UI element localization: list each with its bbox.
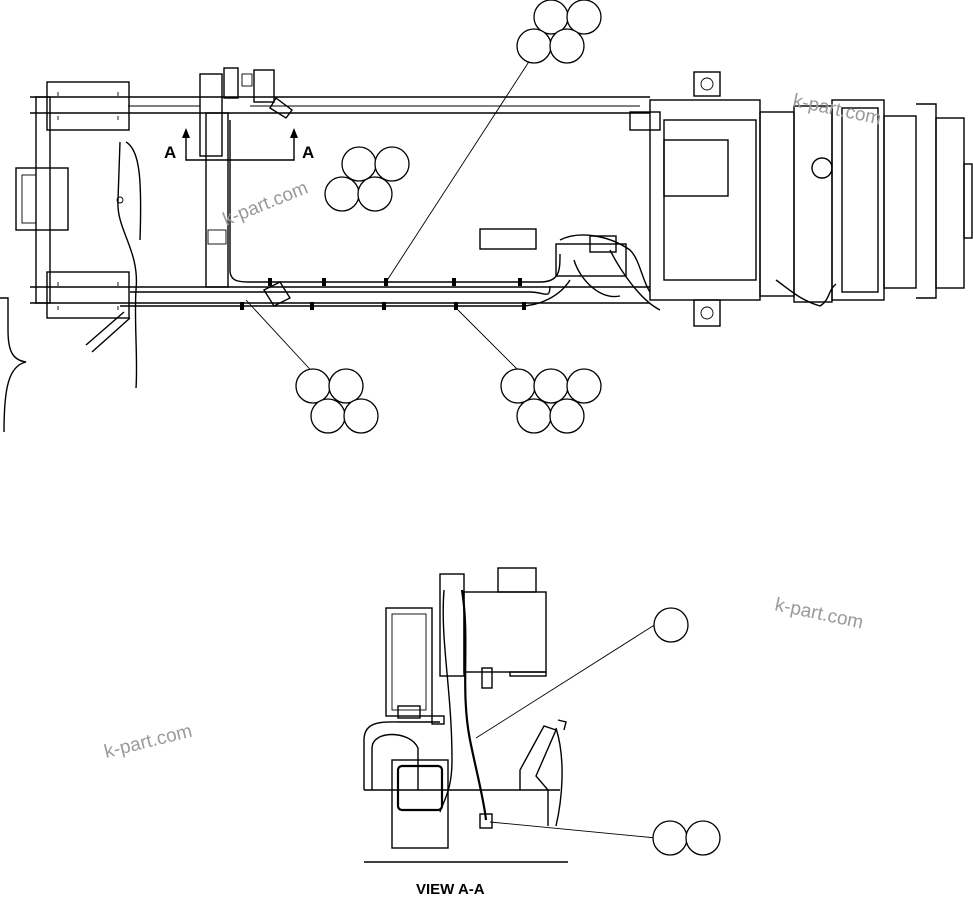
callout-group-center: [324, 146, 410, 212]
callout-leaders-view: [475, 623, 657, 839]
callout-group-bottom-left: [295, 368, 379, 434]
callout-pair: [652, 820, 721, 856]
watermark-3: k-part.com: [773, 594, 865, 633]
callout-group-bottom-right: [500, 368, 602, 434]
section-marker-left: A: [164, 143, 176, 162]
callout-group-top-right: [516, 0, 602, 64]
section-marker-right: A: [302, 143, 314, 162]
watermark-4: k-part.com: [102, 721, 194, 763]
watermark-1: k-part.com: [220, 178, 311, 231]
callout-leaders-top: [245, 59, 531, 379]
callout-single: [653, 607, 689, 643]
watermark-2: k-part.com: [791, 90, 883, 129]
chassis-top-view: A A: [0, 67, 973, 433]
section-view-a-a: [363, 567, 568, 863]
view-title: VIEW A-A: [416, 881, 485, 898]
